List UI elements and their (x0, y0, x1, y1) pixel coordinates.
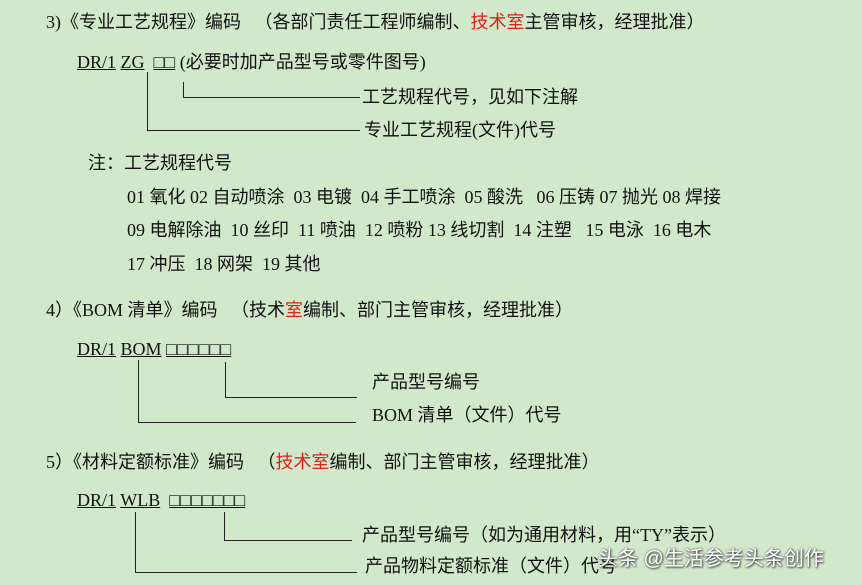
section-4-label-1: 产品型号编号 (372, 372, 480, 392)
section-5-code: DR/1 WLB □□□□□□□ (77, 490, 246, 510)
section-4-label-2: BOM 清单（文件）代号 (372, 405, 562, 425)
section-5-heading: 5）《材料定额标准》编码 （技术室编制、部门主管审核，经理批准） (46, 452, 600, 472)
section-3-label-2: 专业工艺规程(文件)代号 (364, 120, 556, 140)
section-3-code: DR/1 ZG □□ (必要时加产品型号或零件图号) (77, 52, 426, 72)
note-row: 17 冲压 18 网架 19 其他 (127, 254, 321, 274)
section-3-heading: 3)《专业工艺规程》编码 （各部门责任工程师编制、技术室主管审核，经理批准） (46, 12, 705, 32)
section-4-code: DR/1 BOM □□□□□□ (77, 339, 232, 359)
note-title: 注：工艺规程代号 (88, 153, 232, 173)
section-3-label-1: 工艺规程代号，见如下注解 (362, 87, 578, 107)
note-row: 01 氧化 02 自动喷涂 03 电镀 04 手工喷涂 05 酸洗 06 压铸 … (127, 187, 721, 207)
section-5-label-2: 产品物料定额标准（文件）代号 (365, 556, 617, 576)
section-5-label-1: 产品型号编号（如为通用材料，用“TY”表示） (362, 525, 726, 545)
note-row: 09 电解除油 10 丝印 11 喷油 12 喷粉 13 线切割 14 注塑 1… (127, 220, 712, 240)
section-4-heading: 4）《BOM 清单》编码 （技术室编制、部门主管审核，经理批准） (46, 300, 574, 320)
watermark: 头条 @生活参考头条创作 (598, 548, 824, 570)
